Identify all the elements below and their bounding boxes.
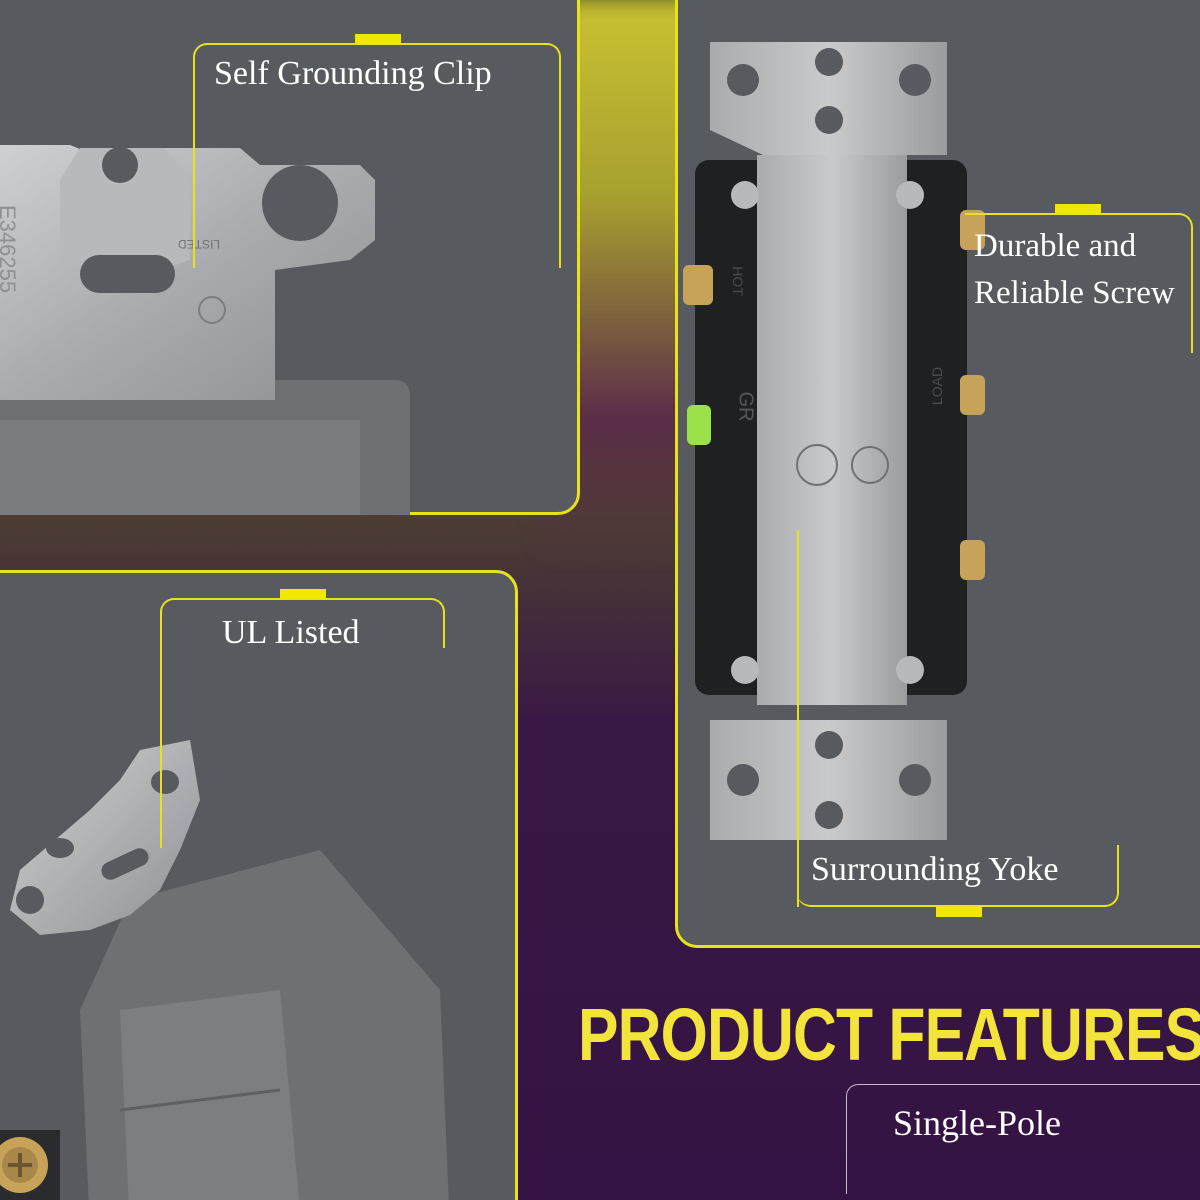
page-title: PRODUCT FEATURES: [578, 993, 1200, 1076]
callout-screw: [965, 204, 1193, 353]
subtitle-frame: [846, 1084, 1200, 1194]
callout-yoke: [797, 845, 1119, 907]
callout-yoke-tab: [936, 907, 982, 917]
svg-text:LISTED: LISTED: [178, 237, 220, 251]
panel-ul-listed: [0, 570, 518, 1200]
load-mark: LOAD: [929, 366, 946, 406]
ul-listed-illustration: [0, 740, 449, 1200]
callout-ul-listed-mask: [443, 648, 449, 858]
subtitle: Single-Pole: [893, 1103, 1061, 1143]
callout-yoke-label: Surrounding Yoke: [811, 851, 1059, 888]
callout-ul-listed-label: UL Listed: [222, 614, 360, 651]
gr-mark: GR: [734, 391, 757, 422]
panel-grounding-clip: LISTED E346255: [0, 0, 580, 515]
panel-switch-back: GR HOT LOAD: [675, 0, 1200, 948]
callout-tab: [280, 589, 326, 599]
callout-grounding-clip: [193, 34, 561, 268]
callout-grounding-clip-label: Self Grounding Clip: [214, 55, 492, 92]
callout-yoke-leader: [797, 530, 799, 907]
callout-grounding-clip-mask: [561, 80, 565, 280]
callout-screw-label-line1: Durable and: [974, 228, 1137, 264]
callout-tab: [355, 34, 401, 44]
callout-tab: [1055, 204, 1101, 214]
hot-mark: HOT: [729, 266, 746, 296]
callout-screw-label-line2: Reliable Screw: [974, 275, 1175, 311]
svg-text:E346255: E346255: [0, 205, 20, 293]
switch-back-illustration: [683, 42, 985, 840]
grounding-clip-illustration: LISTED E346255: [0, 145, 410, 515]
